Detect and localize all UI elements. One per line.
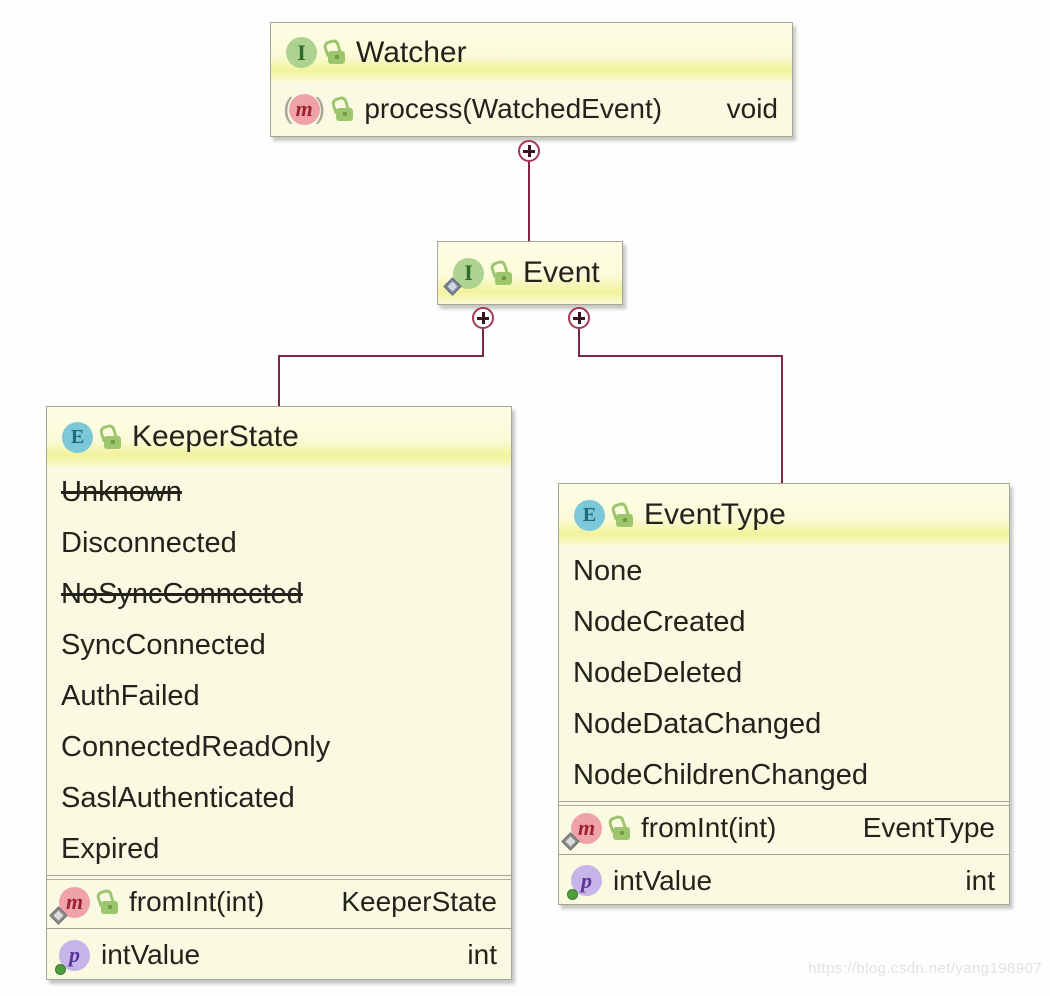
enum-value-row[interactable]: ConnectedReadOnly [61,731,331,763]
connector-edge [278,355,280,406]
lock-icon [613,826,630,840]
containment-anchor-icon [568,307,590,329]
node-watcher[interactable]: I Watcher m process(WatchedEvent) void [270,22,793,137]
connector-edge [578,329,580,356]
lock-icon [336,107,354,121]
property-name: intValue [101,939,201,970]
enum-value-row[interactable]: NodeCreated [573,606,746,638]
containment-anchor-icon [472,307,494,329]
class-title: EventType [644,498,786,531]
node-eventtype[interactable]: E EventType None NodeCreated NodeDeleted… [558,483,1010,905]
interface-icon: I [286,37,317,68]
node-keeperstate-header[interactable]: E KeeperState [47,407,511,467]
node-eventtype-header[interactable]: E EventType [559,484,1009,546]
property-row[interactable]: p intValue int [47,928,511,981]
method-icon: m [49,886,90,925]
interface-icon: I [443,257,484,296]
static-icon [49,905,68,925]
method-name: fromInt(int) [129,886,265,917]
enum-value-row[interactable]: NodeDataChanged [573,708,822,740]
lock-icon [104,435,121,449]
property-icon: p [55,939,90,975]
enum-icon: E [62,421,93,453]
method-return-type: KeeperState [341,886,497,917]
property-row[interactable]: p intValue int [559,854,1009,906]
connector-edge [578,355,783,357]
method-row[interactable]: m process(WatchedEvent) void [271,82,792,136]
enum-value-row[interactable]: NodeChildrenChanged [573,759,869,791]
property-type: int [467,939,497,970]
enum-value-row[interactable]: None [573,555,643,587]
final-icon [55,963,66,975]
connector-edge [528,162,530,241]
enum-value-row[interactable]: Unknown [61,476,182,508]
lock-icon [495,271,512,285]
method-return-type: void [726,93,778,124]
enum-value-row[interactable]: SyncConnected [61,629,266,661]
node-watcher-header[interactable]: I Watcher [271,23,792,82]
class-title: Event [523,256,600,289]
method-row[interactable]: m fromInt(int) EventType [559,801,1009,854]
method-return-type: EventType [862,812,995,843]
method-icon: m [561,812,602,851]
property-icon: p [567,865,602,900]
method-icon: m [288,93,320,125]
connector-edge [482,329,484,356]
final-icon [567,889,578,900]
enum-value-row[interactable]: SaslAuthenticated [61,782,295,814]
static-icon [443,276,462,296]
enum-value-row[interactable]: Disconnected [61,527,237,559]
enum-icon: E [574,499,605,531]
lock-icon [101,900,118,914]
class-title: Watcher [356,35,467,69]
enum-value-row[interactable]: NodeDeleted [573,657,743,689]
method-name: fromInt(int) [641,812,777,843]
node-event[interactable]: I Event [437,241,623,305]
enum-value-row[interactable]: NoSyncConnected [61,578,303,610]
node-event-header[interactable]: I Event [438,242,622,304]
property-type: int [965,864,995,896]
enum-value-row[interactable]: AuthFailed [61,680,200,712]
property-name: intValue [613,864,713,896]
connector-edge [278,355,484,357]
static-icon [561,831,580,851]
abstract-method-icon: m [283,93,325,126]
containment-anchor-icon [518,140,540,162]
enum-value-row[interactable]: Expired [61,833,160,865]
node-keeperstate[interactable]: E KeeperState Unknown Disconnected NoSyn… [46,406,512,980]
method-name: process(WatchedEvent) [364,93,663,124]
lock-icon [616,513,633,527]
connector-edge [781,355,783,483]
class-title: KeeperState [132,420,299,453]
watermark: https://blog.csdn.net/yang198907 [808,960,1042,977]
lock-icon [328,51,345,64]
method-row[interactable]: m fromInt(int) KeeperState [47,875,511,928]
